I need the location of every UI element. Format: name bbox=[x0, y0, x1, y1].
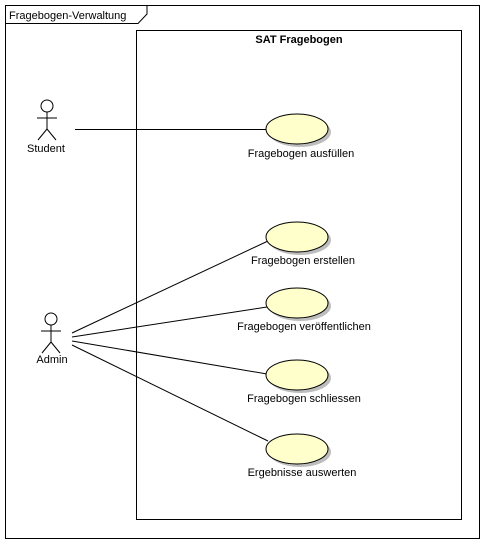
actor-admin-leg-left bbox=[41, 341, 52, 354]
frame-title: Fragebogen-Verwaltung bbox=[9, 10, 126, 22]
use-case-veroeffentlichen-ellipse bbox=[265, 287, 329, 319]
use-case-erstellen[interactable] bbox=[265, 221, 331, 255]
use-case-veroeffentlichen[interactable] bbox=[265, 287, 331, 321]
use-case-auswerten[interactable] bbox=[265, 433, 331, 467]
use-case-auswerten-label: Ergebnisse auswerten bbox=[248, 467, 357, 479]
actor-admin-leg-right bbox=[50, 341, 61, 354]
associations bbox=[71, 129, 269, 442]
use-case-erstellen-label: Fragebogen erstellen bbox=[251, 255, 355, 267]
use-case-schliessen-label: Fragebogen schliessen bbox=[247, 393, 361, 405]
use-case-veroeffentlichen-label: Fragebogen veröffentlichen bbox=[237, 321, 371, 333]
use-case-ausfuellen-label: Fragebogen ausfüllen bbox=[248, 148, 354, 160]
frame-title-tab bbox=[5, 5, 148, 24]
association-admin-erstellen bbox=[71, 240, 269, 334]
actor-student-label: Student bbox=[27, 143, 65, 155]
use-case-ausfuellen-ellipse bbox=[265, 113, 329, 145]
association-admin-auswerten bbox=[71, 344, 269, 442]
actor-student-leg-left bbox=[37, 128, 48, 141]
system-title: SAT Fragebogen bbox=[255, 34, 342, 46]
use-case-erstellen-ellipse bbox=[265, 221, 329, 253]
actor-student[interactable] bbox=[37, 99, 57, 141]
use-case-auswerten-ellipse bbox=[265, 433, 329, 465]
association-admin-veroeffentlichen bbox=[71, 306, 268, 338]
actor-admin-head bbox=[44, 312, 58, 326]
actor-admin[interactable] bbox=[41, 312, 61, 354]
actor-student-leg-right bbox=[46, 128, 57, 141]
use-case-ausfuellen[interactable] bbox=[265, 113, 331, 147]
use-case-schliessen[interactable] bbox=[265, 359, 331, 393]
use-case-schliessen-ellipse bbox=[265, 359, 329, 391]
association-admin-schliessen bbox=[71, 340, 268, 375]
actor-student-head bbox=[40, 99, 54, 113]
actor-admin-label: Admin bbox=[36, 354, 67, 366]
